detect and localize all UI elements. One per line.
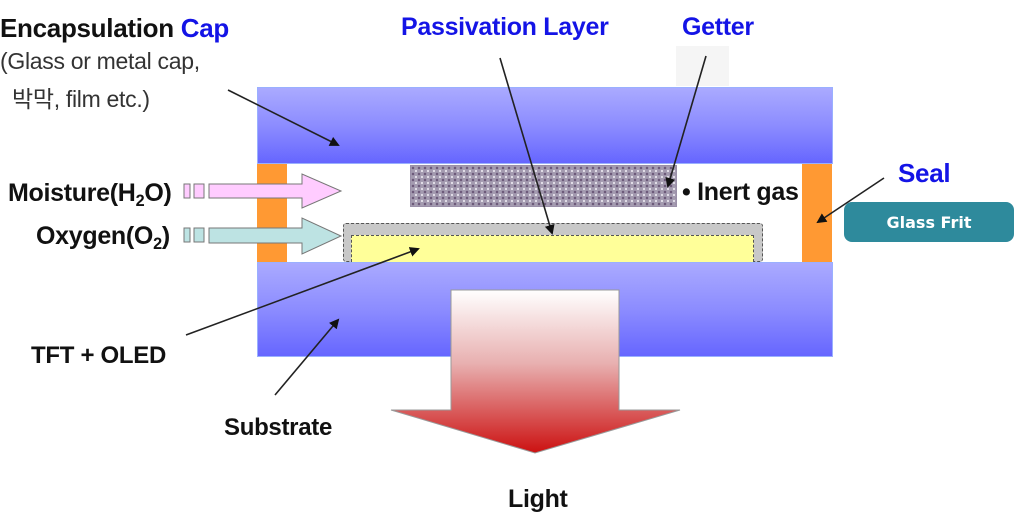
moisture-arrow-shape	[208, 173, 343, 209]
light-arrow	[390, 289, 681, 454]
glass-frit-button[interactable]: Glass Frit	[844, 202, 1014, 242]
oxygen-arrow	[183, 217, 343, 255]
oxygen-arrow-shape	[208, 217, 343, 255]
moisture-label-end: O)	[144, 179, 172, 207]
oxygen-dash-2	[193, 227, 205, 243]
passivation-leader-line	[499, 57, 555, 235]
encapsulation-leader-line	[227, 89, 340, 146]
moisture-dash-2	[193, 183, 205, 199]
oxygen-label-end: )	[161, 222, 170, 250]
getter-label: Getter	[682, 13, 754, 41]
moisture-label-sub: 2	[135, 191, 145, 210]
encapsulation-cap	[257, 87, 833, 164]
left-seal	[257, 164, 287, 262]
encapsulation-label-text: Encapsulation	[0, 13, 174, 43]
tft-oled-label: TFT + OLED	[31, 342, 167, 369]
cap-label-text: Cap	[180, 13, 230, 43]
light-label: Light	[508, 485, 568, 513]
seal-leader-line	[816, 177, 885, 224]
oxygen-label: Oxygen(O2)	[36, 222, 170, 254]
encapsulation-cap-label: Encapsulation Cap	[0, 13, 229, 44]
moisture-label-main: Moisture(H	[8, 179, 136, 207]
seal-label: Seal	[898, 158, 951, 188]
encapsulation-desc-line2: 박막, film etc.)	[12, 86, 150, 112]
moisture-label: Moisture(H2O)	[8, 179, 172, 211]
oxygen-dash-1	[183, 227, 191, 243]
getter-leader-line	[665, 55, 707, 188]
right-seal	[802, 164, 832, 262]
moisture-arrow	[183, 173, 343, 209]
substrate-leader-line	[274, 318, 340, 396]
moisture-dash-1	[183, 183, 191, 199]
encapsulation-desc-line1: (Glass or metal cap,	[0, 48, 200, 74]
getter	[410, 165, 677, 207]
passivation-layer-label: Passivation Layer	[401, 13, 609, 41]
substrate-label: Substrate	[224, 414, 332, 441]
oxygen-label-main: Oxygen(O	[36, 222, 154, 250]
inert-gas-label: • Inert gas	[682, 178, 799, 206]
tft-oled-leader-line	[185, 247, 420, 336]
oxygen-label-sub: 2	[153, 234, 162, 253]
